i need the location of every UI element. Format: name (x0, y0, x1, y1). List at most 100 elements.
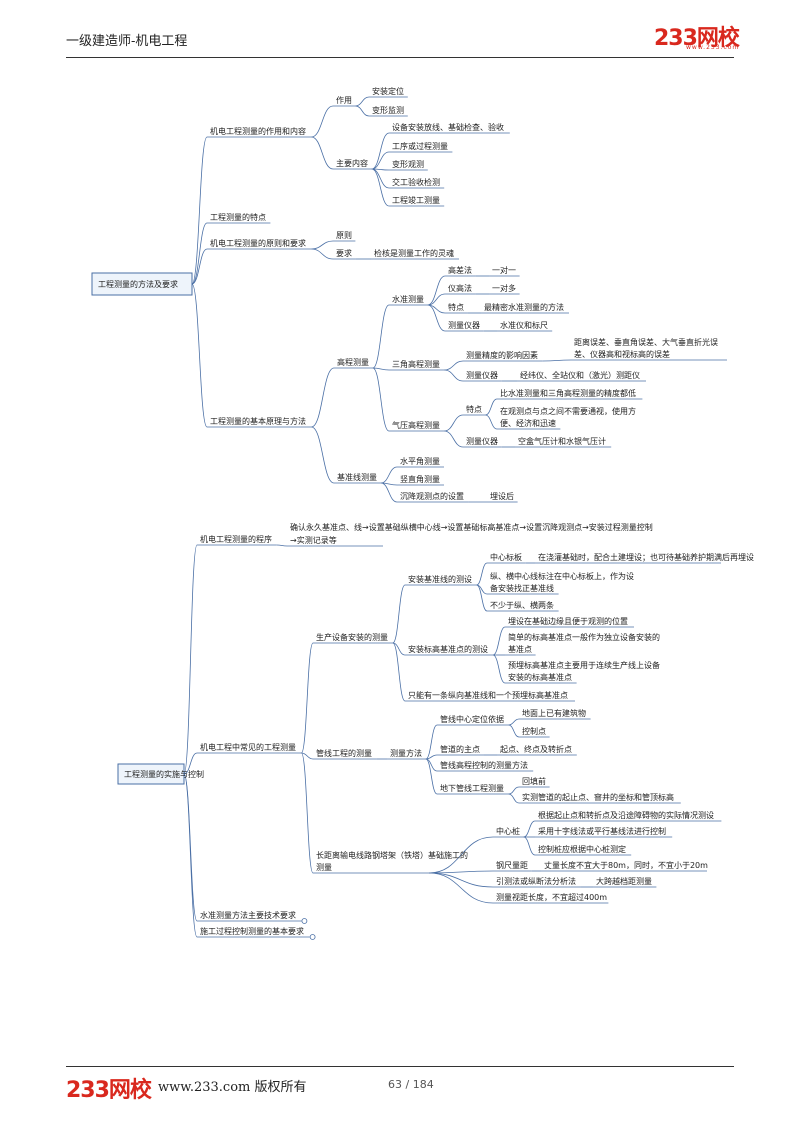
node-mb1b3b: 安装的标高基准点 (508, 672, 572, 682)
node-b3: 机电工程测量的原则和要求 (210, 238, 306, 248)
connector-mb3b-mb3c (428, 836, 494, 874)
node-b1c1b: 变形监测 (372, 105, 404, 115)
connector-b1c2-b1c2b (371, 151, 390, 170)
connector-jz-jz3 (380, 482, 398, 503)
connector-b4-jz (311, 426, 335, 484)
connector-b3-b3c2 (311, 248, 334, 260)
node-mb3e: 引测法或纵断法分析法 (496, 876, 576, 886)
node-mb3c: 中心桩 (496, 826, 520, 836)
node-mb3f: 测量视距长度，不宜超过400m (496, 892, 607, 902)
node-mb3c1: 根据起止点和转折点及沿途障碍物的实际情况测设 (538, 810, 714, 820)
node-mb2m: 测量方法 (390, 748, 422, 758)
collapse-toggle-icon (301, 918, 308, 924)
connector-mb3c-mb3c1 (523, 820, 536, 838)
node-d: 施工过程控制测量的基本要求 (200, 926, 304, 936)
connector-qy-qy1 (444, 414, 464, 432)
connector-qy1-qy1v2b (485, 414, 498, 430)
node-sj1v2: 差、仪器高和视标高的误差 (574, 349, 670, 359)
connector-qy1-qy1v1 (485, 398, 498, 416)
node-mb2m4: 地下管线工程测量 (440, 783, 504, 793)
node-mb1a: 安装基准线的测设 (408, 574, 472, 584)
node-mb1b: 安装标高基准点的测设 (408, 644, 488, 654)
connector-mb1-mb1b (392, 642, 406, 656)
node-jz2: 竖直角测量 (400, 474, 440, 484)
connector-mb3c-mb3c3 (523, 836, 536, 856)
node-b4: 工程测量的基本原理与方法 (210, 416, 306, 426)
footer-divider (66, 1066, 734, 1067)
connector-r1-b3 (191, 248, 208, 285)
node-b1: 机电工程测量的作用和内容 (210, 126, 306, 136)
node-mb1a2a: 纵、横中心线标注在中心标板上，作为设 (490, 571, 634, 581)
node-b3c2: 要求 (336, 248, 352, 258)
connector-sj-sj1 (444, 360, 464, 371)
connector-mb1b-mb1b3b (492, 654, 506, 684)
node-b1c2b: 工序或过程测量 (392, 141, 448, 151)
connector-mb2m4-mb2m4a (508, 786, 520, 795)
node-qy: 气压高程测量 (392, 420, 440, 430)
node-b2: 工程测量的特点 (210, 212, 266, 222)
header-title: 一级建造师-机电工程 (66, 34, 188, 49)
node-at1: 确认永久基准点、线→设置基础纵横中心线→设置基础标高基准点→设置沉降观测点→安装… (290, 522, 653, 532)
header-logo-url: www.233.com (686, 44, 740, 51)
connector-mb3b-mb3e (428, 872, 494, 888)
node-b1c2: 主要内容 (336, 158, 368, 168)
connector-b-mb1 (301, 642, 314, 754)
node-b1c2d: 交工验收检测 (392, 177, 440, 187)
root-box-r2 (117, 763, 185, 785)
node-b1c2a: 设备安装放线、基础检查、验收 (392, 122, 504, 132)
node-qy2: 测量仪器 (466, 437, 498, 446)
header-logo: 233网校 (654, 26, 740, 51)
node-sz2v: 一对多 (492, 283, 516, 293)
connector-sj-sj2 (444, 369, 464, 382)
connector-mb2m-mb2m1 (425, 724, 438, 760)
connector-mb2m-mb2m4 (425, 758, 438, 795)
node-mb2m2v: 起点、终点及转折点 (500, 744, 572, 754)
connector-sz-sz4 (427, 304, 446, 332)
connector-b-mb3b (301, 752, 314, 874)
node-mb1: 生产设备安装的测量 (316, 632, 388, 642)
node-sz3v: 最精密水准测量的方法 (484, 302, 564, 312)
connector-b1-b1c2 (311, 136, 334, 170)
node-mb1c: 只能有一条纵向基准线和一个预埋标高基准点 (408, 690, 568, 700)
connector-b1c2-b1c2a (371, 132, 390, 170)
connector-mb1a-mb1a1 (476, 562, 488, 586)
node-sz4: 测量仪器 (448, 321, 480, 330)
node-b1c2c: 变形观测 (392, 159, 424, 169)
connector-b3-b3c1 (311, 240, 334, 250)
footer-logo: 233网校 (66, 1078, 152, 1103)
footer-site: www.233.com 版权所有 (158, 1080, 307, 1095)
node-sj2v: 经纬仪、全站仪和（激光）测距仪 (520, 370, 640, 380)
node-jz1: 水平角测量 (400, 456, 440, 466)
node-sz1v: 一对一 (492, 265, 516, 275)
connector-r2-d (183, 773, 198, 938)
node-sz4v: 水准仪和标尺 (500, 320, 548, 330)
node-mb1b1: 埋设在基础边缘且便于观测的位置 (508, 616, 628, 626)
node-b1c1: 作用 (336, 95, 352, 105)
node-sj1: 测量精度的影响因素 (466, 350, 538, 360)
node-mb3ev: 大跨越档距测量 (596, 876, 652, 886)
connector-gc-qy (372, 367, 390, 432)
connector-b1-b1c1 (311, 105, 334, 138)
connector-mb2m1-mb2m1b (508, 724, 520, 738)
node-mb3c3: 控制桩应根据中心桩测定 (538, 844, 626, 854)
mind-map-connectors (183, 96, 593, 938)
node-mb3c2: 采用十字线法或平行基线法进行控制 (538, 826, 666, 836)
node-qy2v: 空盒气压计和水银气压计 (518, 436, 606, 446)
node-jz: 基准线测量 (337, 472, 377, 482)
connector-b1c2-b1c2d (371, 168, 390, 189)
node-mb2m1: 管线中心定位依据 (440, 714, 504, 724)
page-number: 63 / 184 (388, 1078, 434, 1091)
node-qy1: 特点 (466, 404, 482, 414)
connector-gc-sj (372, 367, 390, 371)
node-sz1: 高差法 (448, 265, 472, 275)
root-box-r1 (91, 272, 193, 296)
collapse-toggle-icon (309, 934, 316, 940)
connector-mb1a-mb1a3 (476, 584, 488, 612)
connector-sz-sz1 (427, 275, 446, 306)
node-mb1a1v: 在浇灌基础时，配合土建埋设；也可待基础养护期满后再埋设 (538, 552, 754, 562)
node-mb3d: 钢尺量距 (496, 860, 528, 870)
node-mb1b3a: 预埋标高基准点主要用于连续生产线上设备 (508, 660, 660, 670)
node-mb1b2a: 简单的标高基准点一般作为独立设备安装的 (508, 632, 660, 642)
node-qy1v2a: 在观测点与点之间不需要通视，使用方 (500, 406, 636, 416)
node-mb1b2b: 基准点 (508, 644, 532, 654)
